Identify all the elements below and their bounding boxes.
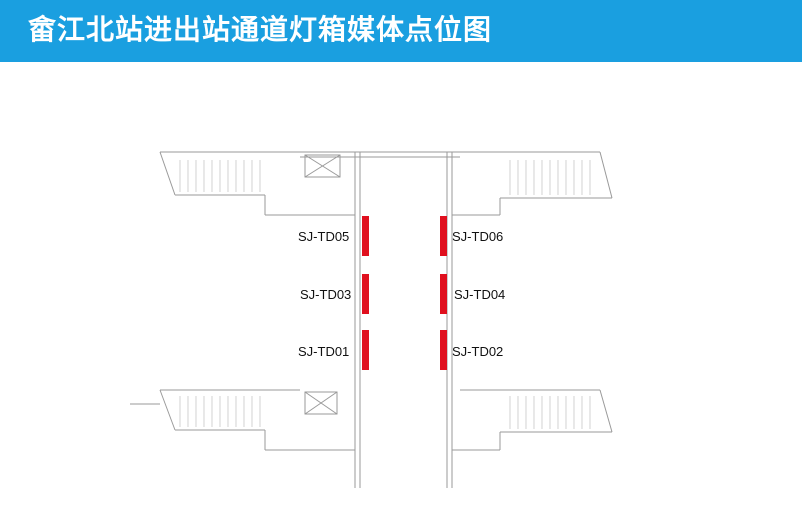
media-point-label: SJ-TD01: [298, 344, 350, 359]
lightbox-marker: [362, 216, 369, 256]
media-point-label: SJ-TD05: [298, 229, 350, 244]
lightbox-marker: [440, 274, 447, 314]
media-point-label: SJ-TD03: [300, 287, 352, 302]
media-point-label: SJ-TD02: [452, 344, 504, 359]
media-point-label: SJ-TD04: [454, 287, 506, 302]
media-point-label: SJ-TD06: [452, 229, 504, 244]
lightbox-marker: [362, 330, 369, 370]
lightbox-marker: [440, 216, 447, 256]
lightbox-marker: [362, 274, 369, 314]
page-title: 畲江北站进出站通道灯箱媒体点位图: [28, 13, 493, 46]
floor-plan-drawing: [130, 151, 613, 488]
title-banner: 畲江北站进出站通道灯箱媒体点位图: [0, 0, 802, 62]
lightbox-marker: [440, 330, 447, 370]
floor-plan: SJ-TD05 SJ-TD06 SJ-TD03 SJ-TD04 SJ-TD01 …: [0, 62, 802, 507]
